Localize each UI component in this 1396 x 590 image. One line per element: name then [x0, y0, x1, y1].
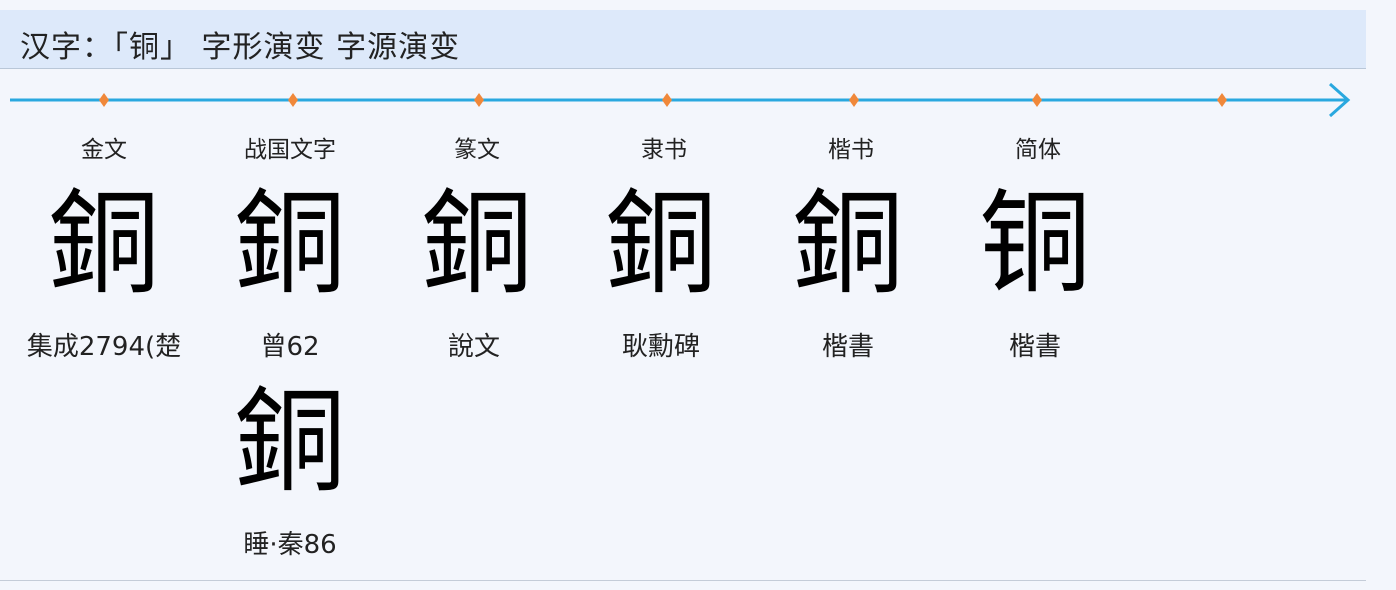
character-glyph: 銅 [792, 179, 904, 309]
timeline-marker [1217, 93, 1227, 107]
character-glyph: 铜 [979, 179, 1091, 309]
stage-label: 战国文字 [244, 137, 336, 163]
character-glyph: 銅 [234, 179, 346, 309]
stage-label: 简体 [1015, 137, 1061, 163]
source-caption: 楷書 [1008, 332, 1061, 362]
timeline-marker [662, 93, 672, 107]
timeline-marker [849, 93, 859, 107]
timeline [10, 82, 1351, 118]
source-caption-extra: 睡·秦86 [243, 530, 337, 560]
character-glyph-extra: 銅 [234, 377, 346, 507]
stage-label: 隶书 [641, 137, 687, 163]
timeline-marker [288, 93, 298, 107]
source-caption: 曾62 [260, 332, 320, 362]
source-caption: 集成2794(楚 [26, 332, 182, 362]
stage-label: 楷书 [828, 137, 874, 163]
title-bar: 汉字：「铜」 字形演变 字源演变 [0, 10, 1366, 69]
timeline-markers [99, 93, 1227, 107]
source-caption: 說文 [447, 332, 500, 362]
stage-label: 金文 [81, 137, 127, 163]
source-caption: 耿勳碑 [621, 332, 700, 362]
character-glyph: 銅 [605, 179, 717, 309]
bottom-divider [0, 580, 1366, 581]
timeline-marker [1032, 93, 1042, 107]
timeline-marker [474, 93, 484, 107]
timeline-arrow-icon [1329, 82, 1351, 118]
stage-label: 篆文 [454, 137, 500, 163]
source-caption: 楷書 [821, 332, 874, 362]
character-glyph: 銅 [48, 179, 160, 309]
page-title: 汉字：「铜」 字形演变 字源演变 [20, 30, 461, 65]
character-glyph: 銅 [421, 179, 533, 309]
timeline-marker [99, 93, 109, 107]
